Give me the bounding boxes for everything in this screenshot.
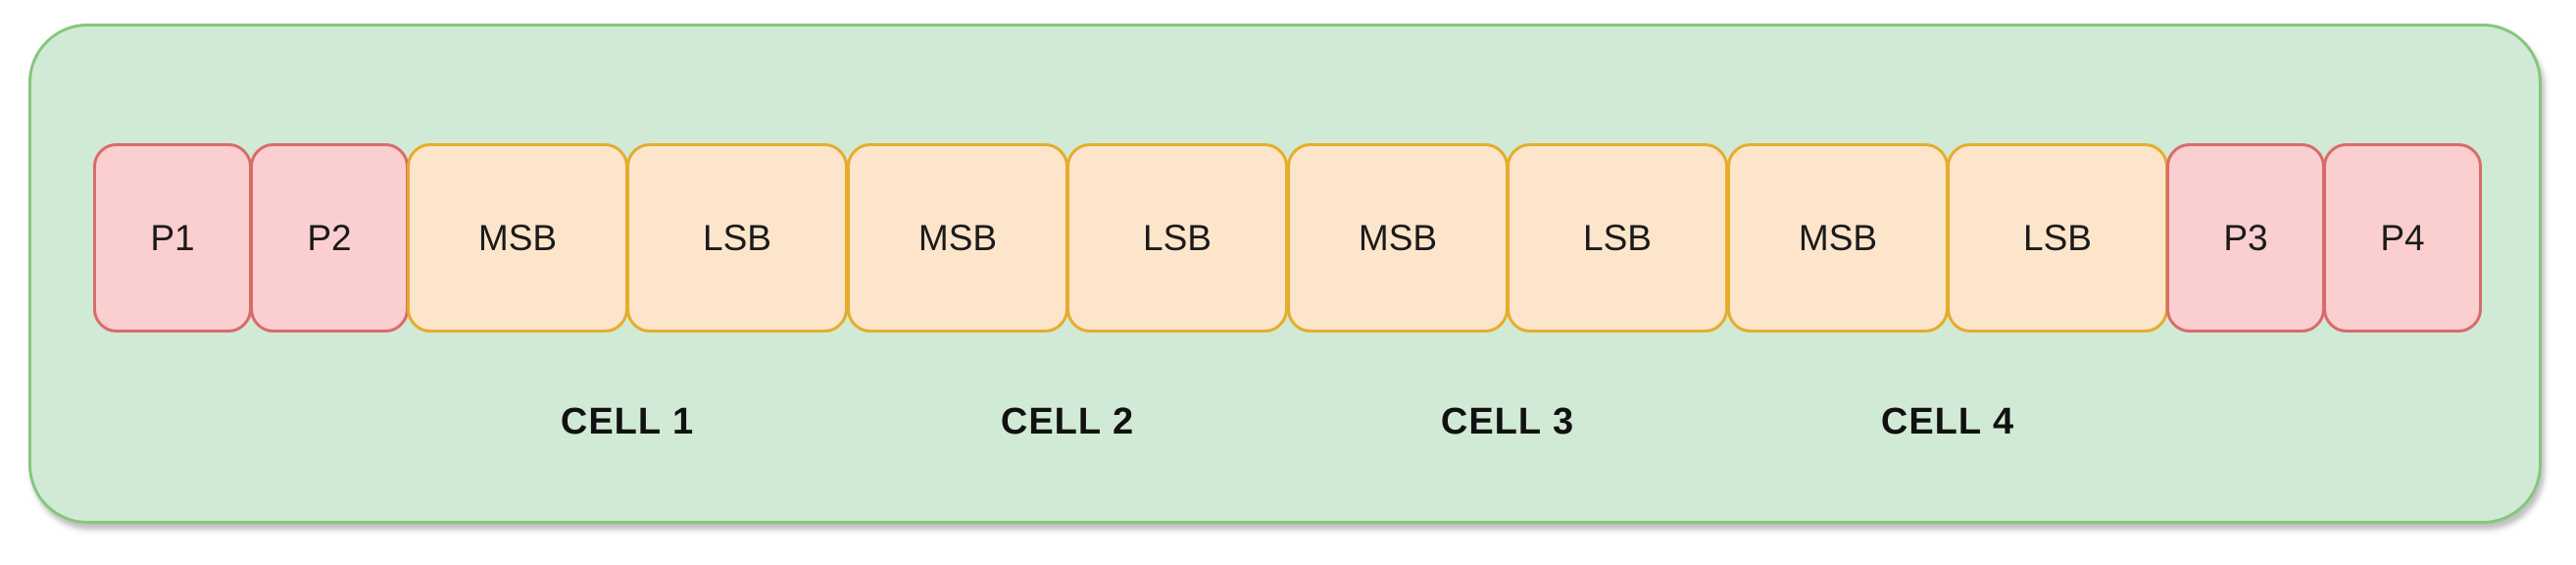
cell1-lsb-box: LSB <box>626 143 848 333</box>
parity-box-p3: P3 <box>2166 143 2325 333</box>
cell-3-label: CELL 3 <box>1440 401 1575 442</box>
cell4-lsb-box: LSB <box>1947 143 2168 333</box>
cell1-msb-box: MSB <box>407 143 628 333</box>
cell-4-label: CELL 4 <box>1880 401 2015 442</box>
parity-box-p4: P4 <box>2323 143 2482 333</box>
cell-2-label: CELL 2 <box>1000 401 1135 442</box>
cell4-msb-box: MSB <box>1727 143 1949 333</box>
parity-box-p2: P2 <box>250 143 409 333</box>
cell2-lsb-box: LSB <box>1066 143 1288 333</box>
parity-box-p1: P1 <box>93 143 252 333</box>
cell3-msb-box: MSB <box>1287 143 1509 333</box>
bit-field-row: P1 P2 MSB LSB MSB LSB MSB LSB MSB LSB P3… <box>31 143 2539 333</box>
cell-1-label: CELL 1 <box>560 401 695 442</box>
cell3-lsb-box: LSB <box>1507 143 1728 333</box>
cell2-msb-box: MSB <box>847 143 1068 333</box>
diagram-container: P1 P2 MSB LSB MSB LSB MSB LSB MSB LSB P3… <box>28 24 2542 524</box>
